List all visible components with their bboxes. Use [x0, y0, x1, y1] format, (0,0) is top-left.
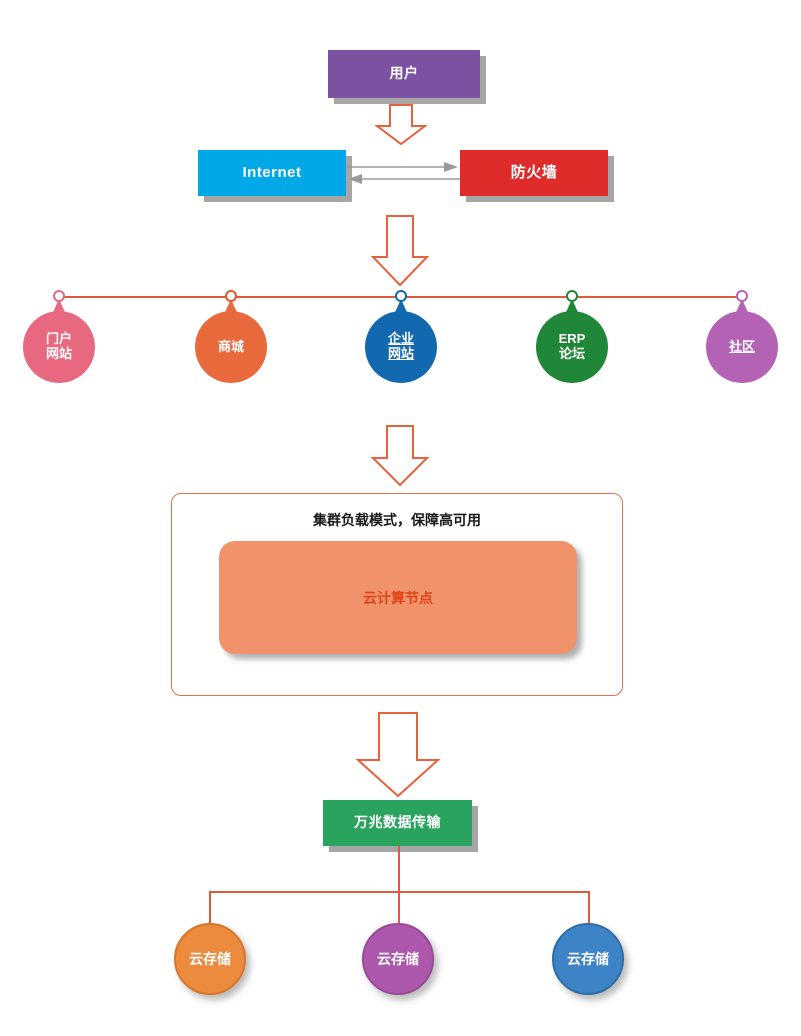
node-user-label: 用户	[389, 65, 419, 82]
storage-node-1[interactable]: 云存储	[362, 923, 434, 995]
site-node-0-ring	[53, 290, 65, 302]
site-node-1-label-line-0: 商城	[217, 338, 244, 354]
connector-storage-drop-0	[209, 891, 211, 928]
node-data-transfer[interactable]: 万兆数据传输	[323, 800, 472, 846]
cloud-compute-node[interactable]: 云计算节点	[219, 541, 577, 654]
site-node-4-label-line-0: 社区	[728, 338, 755, 354]
site-node-4-ring	[736, 290, 748, 302]
node-user[interactable]: 用户	[328, 50, 480, 98]
site-node-3-ring	[566, 290, 578, 302]
site-node-2[interactable]: 企业 网站	[365, 290, 437, 385]
site-node-0-label-line-0: 门户	[45, 331, 72, 347]
connector-transfer-stem	[398, 846, 400, 892]
storage-node-2[interactable]: 云存储	[552, 923, 624, 995]
site-node-3[interactable]: ERP 论坛	[536, 290, 608, 385]
site-node-2-ring	[395, 290, 407, 302]
site-node-1[interactable]: 商城	[195, 290, 267, 385]
storage-node-0-label: 云存储	[189, 951, 231, 967]
cluster-container: 集群负载模式，保障高可用 云计算节点	[171, 493, 623, 696]
node-internet[interactable]: Internet	[198, 150, 346, 196]
connector-storage-drop-2	[588, 891, 590, 928]
arrow-network-to-sites	[370, 215, 430, 287]
site-node-1-ring	[225, 290, 237, 302]
node-firewall[interactable]: 防火墙	[460, 150, 608, 196]
storage-node-1-label: 云存储	[377, 951, 419, 967]
site-node-3-label-line-1: 论坛	[558, 346, 585, 361]
site-node-0[interactable]: 门户 网站	[23, 290, 95, 385]
site-node-3-label-line-0: ERP	[558, 331, 586, 347]
node-internet-label: Internet	[242, 163, 302, 181]
site-node-3-circle: ERP 论坛	[536, 311, 608, 383]
bidirectional-link-arrows	[346, 162, 460, 184]
site-node-2-label-line-1: 网站	[387, 346, 414, 361]
storage-node-2-label: 云存储	[567, 951, 609, 967]
arrow-user-to-internet	[375, 104, 427, 146]
site-node-0-circle: 门户 网站	[23, 311, 95, 383]
site-node-2-circle: 企业 网站	[365, 311, 437, 383]
node-firewall-label: 防火墙	[510, 163, 558, 181]
site-node-4-circle: 社区	[706, 311, 778, 383]
arrow-sites-to-cluster	[370, 425, 430, 487]
site-node-4[interactable]: 社区	[706, 290, 778, 385]
site-node-2-label-line-0: 企业	[387, 331, 414, 347]
storage-node-0[interactable]: 云存储	[174, 923, 246, 995]
cluster-title: 集群负载模式，保障高可用	[313, 512, 481, 528]
connector-storage-drop-1	[398, 891, 400, 928]
site-node-1-circle: 商城	[195, 311, 267, 383]
cloud-compute-node-label: 云计算节点	[363, 589, 433, 606]
arrow-cluster-to-transfer	[355, 712, 441, 798]
node-data-transfer-label: 万兆数据传输	[354, 814, 441, 831]
site-node-0-label-line-1: 网站	[45, 346, 72, 361]
